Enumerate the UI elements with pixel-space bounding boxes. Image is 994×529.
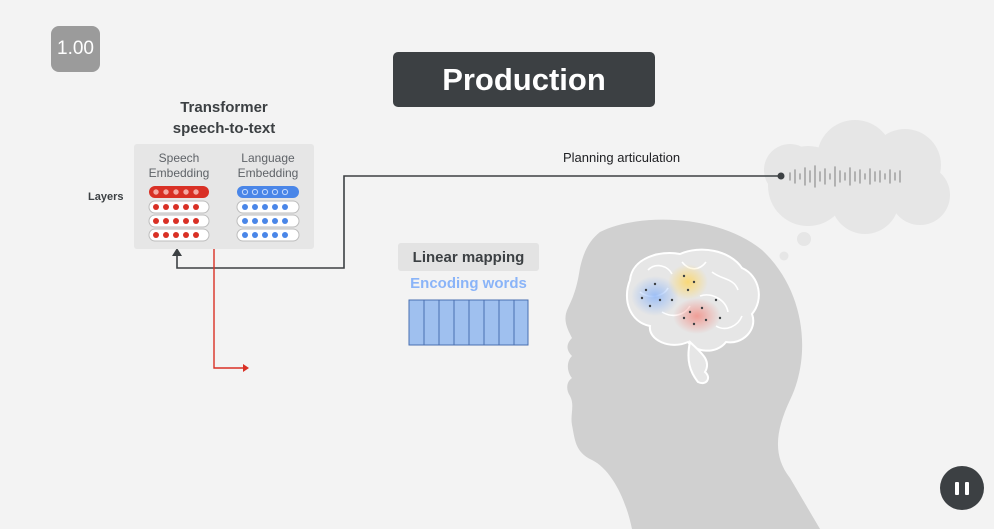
articulation-connector [176,175,781,269]
linear-mapping-label: Linear mapping [398,243,539,271]
audio-waveform-icon [789,165,901,188]
language-embedding-label-line2: Embedding [237,166,299,180]
speech-output-connector [213,194,244,369]
articulation-arrowhead [172,248,182,256]
language-layers [236,186,300,242]
page-title: Production [393,52,655,107]
speech-output-arrowhead [243,364,249,372]
brain-icon [625,248,760,384]
articulation-start-dot [777,172,785,180]
planning-articulation-label: Planning articulation [563,150,681,165]
encoding-vector [408,299,529,346]
speech-embedding-label-line1: Speech [158,151,200,165]
model-title: Transformer speech-to-text [140,97,308,139]
encoding-words-label: Encoding words [410,275,527,292]
speech-layers [148,186,210,242]
layers-label: Layers [88,191,124,203]
model-title-line2: speech-to-text [172,120,276,137]
pause-button[interactable] [940,466,984,510]
language-embedding-label-line1: Language [241,151,295,165]
thought-bubble-icon [764,120,950,261]
speech-embedding-label: Speech Embedding [137,151,221,181]
speech-layer-active [149,186,209,198]
language-embedding-label: Language Embedding [226,151,310,181]
pause-icon-bar [965,482,969,495]
speech-embedding-label-line2: Embedding [148,166,210,180]
playback-speed-badge[interactable]: 1.00 [51,26,100,72]
pause-icon [955,482,959,495]
model-title-line1: Transformer [180,99,268,116]
